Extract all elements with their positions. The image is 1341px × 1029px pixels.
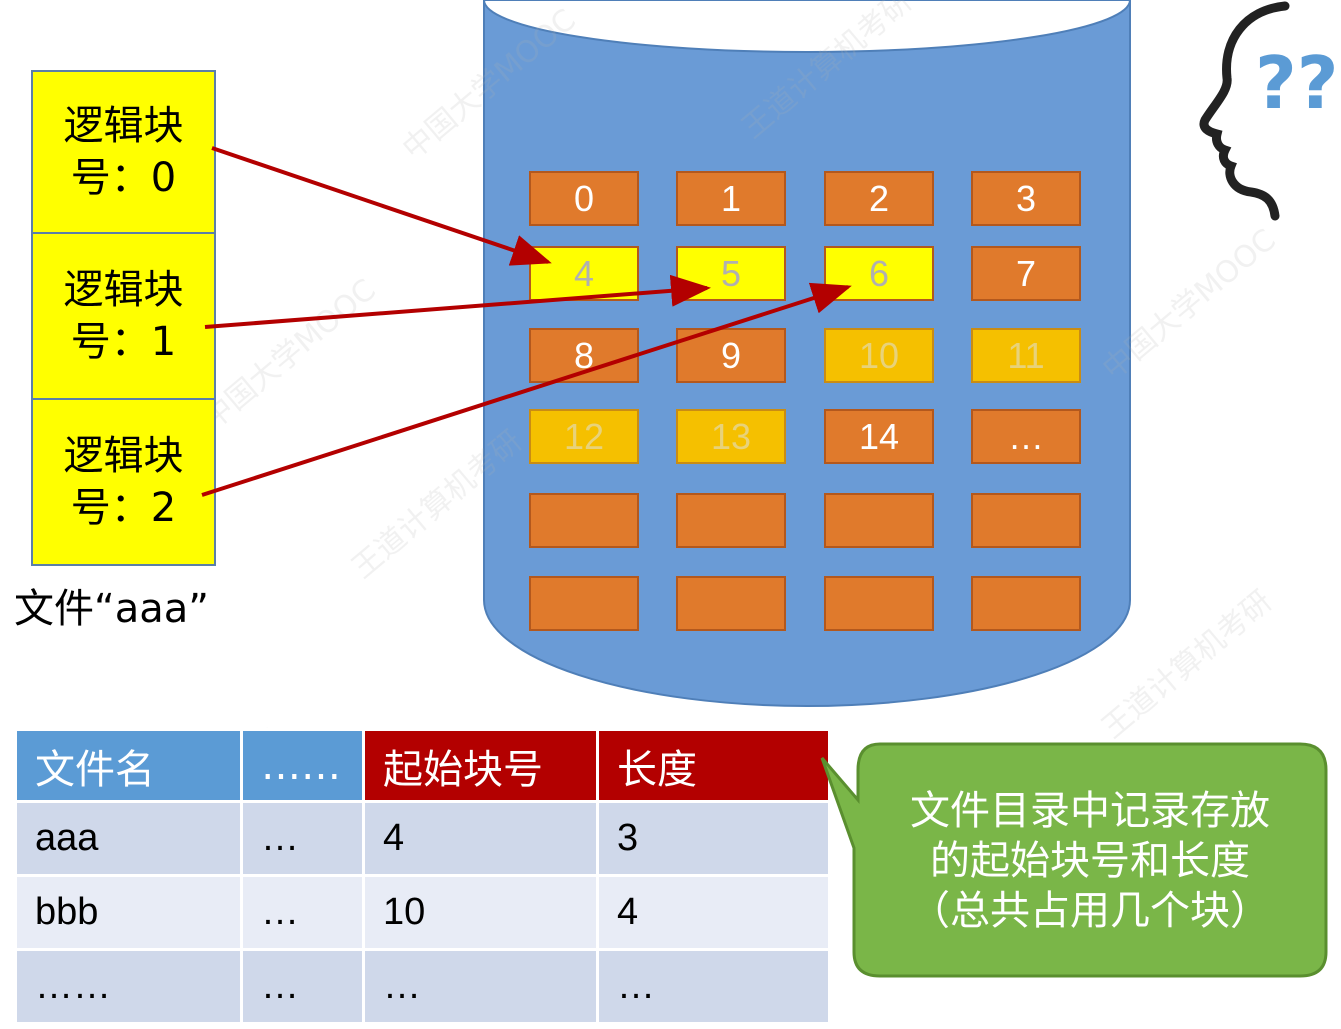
table-cell: … xyxy=(240,948,365,1025)
disk-block: 3 xyxy=(971,171,1081,226)
disk-block: 1 xyxy=(676,171,786,226)
table-row: aaa … 4 3 xyxy=(14,800,831,877)
disk-block: 10 xyxy=(824,328,934,383)
callout-line: （总共占用几个块） xyxy=(910,888,1270,934)
disk-block: 13 xyxy=(676,409,786,464)
logical-block-label: 逻辑块号：2 xyxy=(63,433,184,531)
arrow-block-0 xyxy=(211,146,552,266)
disk-block: 0 xyxy=(529,171,639,226)
disk-block xyxy=(971,576,1081,631)
table-cell: 3 xyxy=(596,800,831,877)
table-cell: …… xyxy=(14,948,243,1025)
disk-block xyxy=(676,576,786,631)
header-start-block: 起始块号 xyxy=(362,728,599,803)
callout-text: 文件目录中记录存放 的起始块号和长度 （总共占用几个块） xyxy=(862,786,1318,936)
file-caption: 文件“aaa” xyxy=(14,586,209,632)
disk-block xyxy=(971,493,1081,548)
arrow-block-1 xyxy=(204,274,711,329)
table-cell: … xyxy=(596,948,831,1025)
table-row: bbb … 10 4 xyxy=(14,874,831,951)
logical-block-label: 逻辑块号：0 xyxy=(63,103,184,201)
table-cell: 4 xyxy=(362,800,599,877)
disk-block xyxy=(529,493,639,548)
logical-block-2: 逻辑块号：2 xyxy=(31,398,216,566)
header-ellipsis: …… xyxy=(240,728,365,803)
header-length: 长度 xyxy=(596,728,831,803)
disk-block xyxy=(824,493,934,548)
table-cell: bbb xyxy=(14,874,243,951)
thinking-head-icon: ?? xyxy=(1199,1,1339,221)
disk-block xyxy=(529,576,639,631)
disk-block: 7 xyxy=(971,246,1081,301)
disk-block: 5 xyxy=(676,246,786,301)
callout-line: 的起始块号和长度 xyxy=(930,838,1250,884)
logical-block-label: 逻辑块号：1 xyxy=(63,267,184,365)
disk-block: … xyxy=(971,409,1081,464)
disk-block xyxy=(824,576,934,631)
file-directory-table: 文件名 …… 起始块号 长度 aaa … 4 3 bbb … 10 4 …… …… xyxy=(14,728,831,1025)
disk-block: 11 xyxy=(971,328,1081,383)
logical-block-1: 逻辑块号：1 xyxy=(31,232,216,400)
callout-line: 文件目录中记录存放 xyxy=(910,788,1270,834)
logical-block-0: 逻辑块号：0 xyxy=(31,70,216,234)
arrow-block-2 xyxy=(201,282,852,497)
disk-block: 4 xyxy=(529,246,639,301)
disk-block: 12 xyxy=(529,409,639,464)
table-row: …… … … … xyxy=(14,948,831,1025)
disk-block: 2 xyxy=(824,171,934,226)
header-filename: 文件名 xyxy=(14,728,243,803)
svg-text:??: ?? xyxy=(1255,41,1339,125)
table-cell: … xyxy=(240,800,365,877)
table-cell: … xyxy=(240,874,365,951)
disk-block: 14 xyxy=(824,409,934,464)
table-cell: 4 xyxy=(596,874,831,951)
table-cell: 10 xyxy=(362,874,599,951)
disk-block xyxy=(676,493,786,548)
disk-block: 6 xyxy=(824,246,934,301)
table-cell: aaa xyxy=(14,800,243,877)
table-cell: … xyxy=(362,948,599,1025)
